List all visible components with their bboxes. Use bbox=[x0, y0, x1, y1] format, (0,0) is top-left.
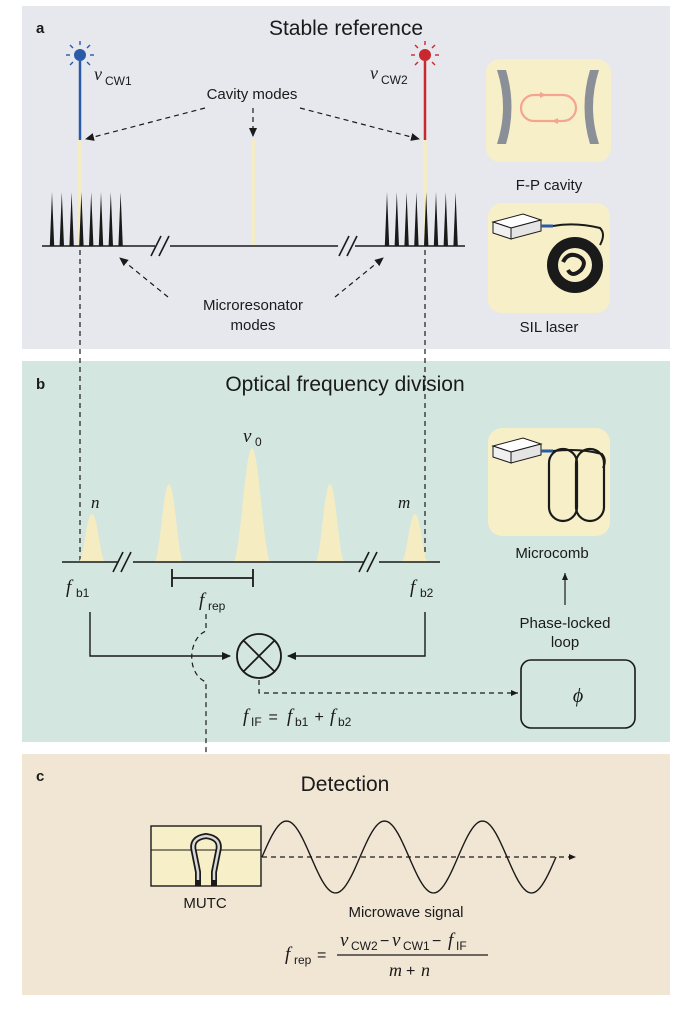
panel-b-title: Optical frequency division bbox=[225, 373, 464, 396]
fp-cavity-label: F-P cavity bbox=[516, 177, 583, 194]
numerator-nu-cw1-subscript: CW1 bbox=[403, 939, 430, 953]
comb-tooth bbox=[49, 192, 55, 246]
numerator-minus-2: − bbox=[432, 933, 441, 950]
cavity-mode-arrows bbox=[85, 107, 420, 141]
microcomb-inset bbox=[488, 428, 610, 536]
fp-cavity-inset bbox=[486, 59, 611, 162]
fif-subscript: IF bbox=[251, 715, 262, 729]
panel-c-title: Detection bbox=[301, 773, 390, 796]
nu0-subscript: 0 bbox=[255, 435, 262, 449]
comb-tooth bbox=[384, 192, 390, 246]
comb-tooth bbox=[433, 192, 439, 246]
microresonator-comb-left bbox=[49, 192, 123, 246]
fif-symbol: f bbox=[243, 706, 251, 727]
comb-tooth bbox=[98, 192, 104, 246]
mutc-photodetector-icon bbox=[150, 825, 262, 887]
panel-b-letter: b bbox=[36, 376, 45, 393]
comb-tooth bbox=[79, 192, 84, 246]
phi-symbol: ϕ bbox=[573, 685, 583, 707]
red-laser-icon bbox=[411, 41, 439, 140]
pll-label-line2: loop bbox=[551, 634, 579, 651]
peak-m bbox=[401, 514, 429, 562]
fif-plus: + bbox=[310, 709, 328, 726]
comb-tooth bbox=[118, 192, 123, 246]
denominator-plus: + bbox=[406, 963, 415, 980]
nu-cw1-subscript: CW1 bbox=[105, 74, 132, 88]
frep-subscript: rep bbox=[208, 599, 226, 613]
reference-dashed-lines bbox=[79, 250, 426, 564]
mutc-label: MUTC bbox=[183, 895, 226, 912]
peak-nu0 bbox=[233, 448, 271, 562]
peak-label-n: n bbox=[91, 493, 100, 512]
denominator-m: m bbox=[389, 960, 402, 980]
fif-term2: f bbox=[330, 706, 338, 727]
microresonator-label-line1: Microresonator bbox=[203, 297, 303, 314]
fb1-subscript: b1 bbox=[76, 586, 90, 600]
fb2-symbol: f bbox=[410, 577, 418, 598]
comb-tooth bbox=[443, 192, 448, 246]
microresonator-arrows bbox=[119, 257, 384, 298]
panel-c: c Detection MUTC Microwave signal f rep … bbox=[22, 754, 670, 995]
panel-c-letter: c bbox=[36, 768, 44, 785]
comb-tooth bbox=[414, 192, 419, 246]
frep-bracket bbox=[171, 569, 254, 587]
panel-b: b Optical frequency division ν 0 n m bbox=[22, 250, 670, 847]
microwave-signal-label: Microwave signal bbox=[348, 904, 463, 921]
formula-lhs: f bbox=[285, 944, 293, 965]
comb-tooth bbox=[89, 192, 94, 246]
peak-label-m: m bbox=[398, 493, 410, 512]
phase-detector-box bbox=[520, 659, 636, 729]
comb-tooth bbox=[394, 192, 399, 246]
numerator-minus-1: − bbox=[380, 933, 389, 950]
peak bbox=[154, 484, 184, 562]
microcomb-label: Microcomb bbox=[515, 545, 588, 562]
comb-tooth bbox=[108, 192, 113, 246]
panel-a-title: Stable reference bbox=[269, 17, 423, 40]
numerator-fif-subscript: IF bbox=[456, 939, 467, 953]
pll-label-line1: Phase-locked bbox=[520, 615, 611, 632]
comb-tooth bbox=[404, 192, 409, 246]
fb2-subscript: b2 bbox=[420, 586, 434, 600]
nu-cw2-subscript: CW2 bbox=[381, 73, 408, 87]
comb-tooth bbox=[424, 192, 429, 246]
microresonator-label-line2: modes bbox=[230, 317, 275, 334]
fb1-symbol: f bbox=[66, 577, 74, 598]
fif-term2-subscript: b2 bbox=[338, 715, 352, 729]
frep-symbol: f bbox=[199, 590, 207, 611]
comb-tooth bbox=[69, 192, 74, 246]
formula-equals: = bbox=[317, 947, 326, 964]
fif-term1-subscript: b1 bbox=[295, 715, 309, 729]
beat-note-peaks bbox=[78, 448, 429, 562]
nu-cw2-symbol: ν bbox=[370, 63, 378, 83]
blue-laser-icon bbox=[66, 41, 94, 140]
denominator-n: n bbox=[421, 960, 430, 980]
frep-formula: f rep = ν CW2 − ν CW1 − f IF m + n bbox=[285, 930, 488, 980]
panel-b-background bbox=[22, 361, 670, 742]
formula-lhs-subscript: rep bbox=[294, 953, 312, 967]
panel-a: a Stable reference ν CW1 bbox=[22, 6, 670, 349]
numerator-nu-cw1: ν bbox=[392, 930, 401, 951]
peak bbox=[315, 484, 345, 562]
comb-tooth bbox=[59, 192, 64, 246]
nu-cw1-symbol: ν bbox=[94, 64, 102, 84]
numerator-nu-cw2-subscript: CW2 bbox=[351, 939, 378, 953]
nu0-symbol: ν bbox=[243, 426, 252, 447]
sil-laser-label: SIL laser bbox=[520, 319, 579, 336]
frep-output-path bbox=[191, 614, 518, 847]
comb-tooth bbox=[453, 192, 458, 246]
fif-equals: = bbox=[264, 709, 282, 726]
fif-term1: f bbox=[287, 706, 295, 727]
mixer-icon bbox=[236, 633, 282, 679]
cavity-modes-label: Cavity modes bbox=[207, 86, 298, 103]
frequency-axis-b bbox=[62, 551, 440, 573]
numerator-nu-cw2: ν bbox=[340, 930, 349, 951]
microresonator-comb-right bbox=[384, 192, 458, 246]
peak-n bbox=[78, 514, 106, 562]
mixer-wiring bbox=[89, 612, 426, 660]
numerator-fif: f bbox=[448, 930, 456, 951]
sil-laser-inset bbox=[488, 203, 610, 313]
panel-a-letter: a bbox=[36, 20, 45, 37]
